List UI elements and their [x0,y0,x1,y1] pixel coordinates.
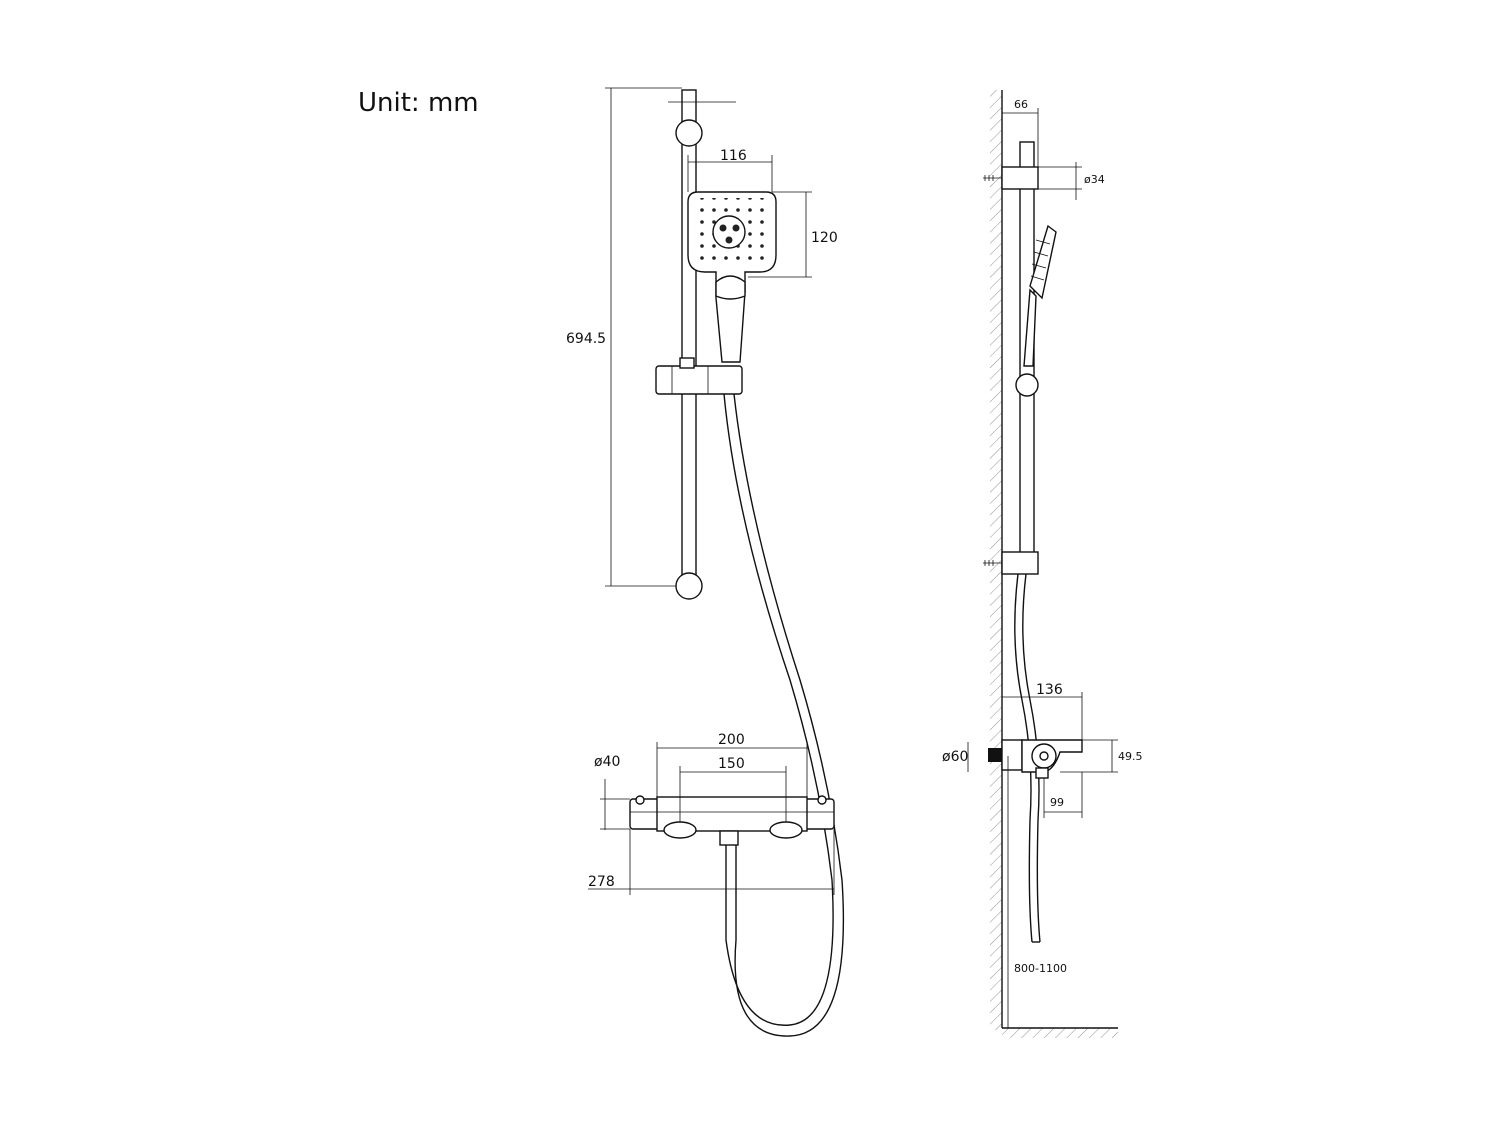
dim-total-height: 694.5 [566,87,736,587]
shower-hose [723,393,845,1037]
hand-shower [687,191,777,363]
dim-head: 116 120 [687,148,838,278]
nozzle-center [712,215,746,249]
dim-head-width-label: 116 [720,148,747,164]
dim-valve-centers-label: 150 [718,756,745,772]
dim-overall-width-label: 278 [588,874,615,890]
dim-outlet-offset-label: 99 [1050,796,1064,809]
thermostatic-valve [629,795,835,846]
dim-mount-height-label: 800-1100 [1014,962,1067,975]
dim-total-height-label: 694.5 [566,331,606,347]
dim-projection-label: 66 [1014,98,1028,111]
dim-valve-depth-label: 136 [1036,682,1063,698]
slide-rail [675,89,703,600]
side-valve [988,739,1083,779]
rail-top-bracket [675,119,703,147]
dim-valve-height-label: 49.5 [1118,750,1143,763]
dim-head-height-label: 120 [811,230,838,246]
unit-label: Unit: mm [358,88,479,118]
dim-diameter-body-label: ø40 [594,754,620,770]
dim-handle-diameter-label: ø60 [942,749,968,765]
side-view: 66 ø34 136 ø60 49.5 99 800-1100 [942,90,1143,1038]
dim-rail-diameter-label: ø34 [1084,173,1105,186]
dim-valve: 200 150 ø40 278 [588,732,835,895]
dim-valve-width-label: 200 [718,732,745,748]
side-hand-shower [1023,224,1057,367]
slider-holder [655,357,743,395]
front-view: 694.5 116 120 [566,87,845,1037]
rail-bottom-bracket [675,572,703,600]
wall-connector [988,748,1002,762]
dim-side: 66 ø34 136 ø60 49.5 99 800-1100 [942,98,1143,1028]
